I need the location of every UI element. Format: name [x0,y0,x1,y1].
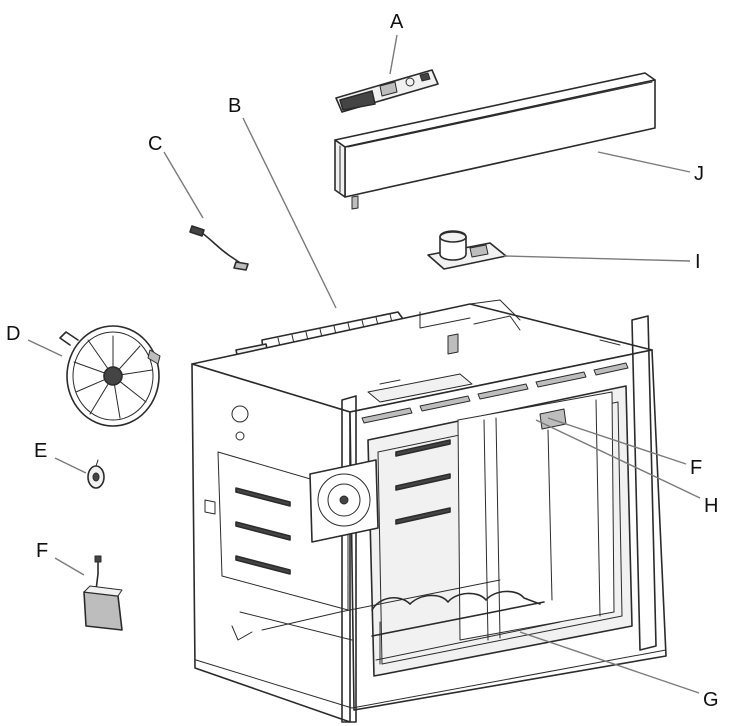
part-a-control-board [335,69,439,113]
leader-lines [27,34,701,694]
label-f-left: F [36,540,48,562]
label-b: B [228,95,241,117]
part-d-convection-fan [59,325,161,427]
label-a: A [390,11,404,33]
leader-f-left [54,557,85,576]
part-i-relay-board [427,230,507,270]
callout-labels: A B C D E F F G H I J [6,11,719,711]
label-h: H [704,495,718,517]
oven-chassis [191,299,667,723]
bake-element [371,590,561,665]
label-i: I [695,251,701,273]
label-g: G [703,689,719,711]
leader-f-right [547,417,687,465]
label-f-right: F [690,457,702,479]
leader-a [389,34,398,75]
label-e: E [34,440,47,462]
label-j: J [694,163,704,185]
leader-i [503,255,691,262]
leader-e [54,457,87,474]
leader-d [27,339,63,357]
label-d: D [6,323,20,345]
leader-g [519,631,700,694]
part-j-control-panel [334,72,656,210]
label-c: C [148,133,162,155]
leader-b [242,117,337,309]
leader-j [597,151,691,173]
part-f-module [83,555,123,631]
rear-fan-grille [309,459,379,543]
leader-h [535,419,701,499]
part-c-cable [189,225,249,271]
leader-c [163,151,204,219]
part-e-component [87,459,105,489]
